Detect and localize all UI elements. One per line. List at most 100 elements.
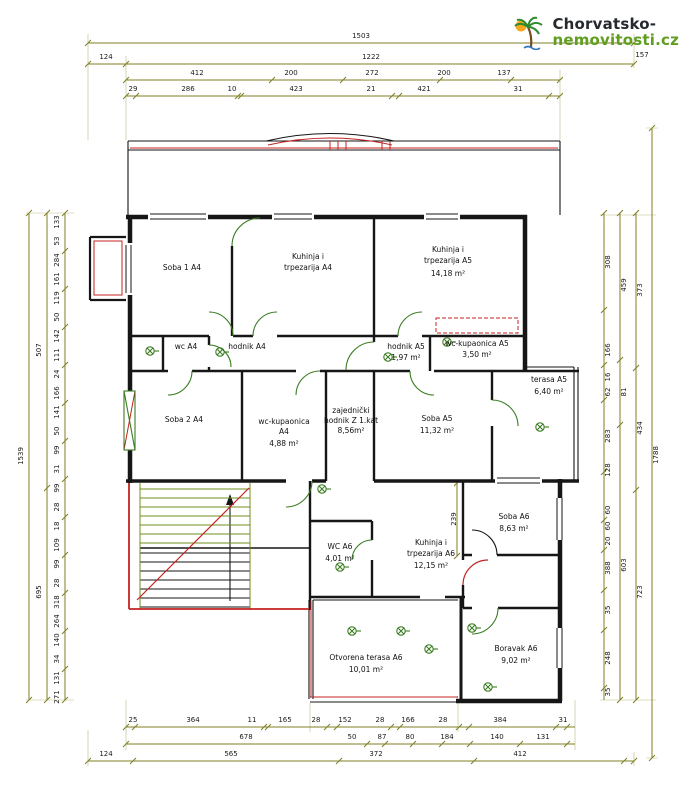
- dim-text: 1788: [652, 446, 660, 464]
- room-label-kuhinja-a6: trpezarija A6: [407, 549, 455, 558]
- room-label-kuhinja-a4: trpezarija A4: [284, 263, 332, 272]
- room-label-wc-kupaonica-a4: wc-kupaonica: [258, 417, 309, 426]
- room-area-kuhinja-a5: 14,18 m²: [431, 269, 465, 278]
- ceiling-light-icon: [467, 623, 482, 633]
- dimension-texts: 1503 124 1222 157 412 200 272 200 137 29…: [17, 32, 660, 758]
- walls-thick: [126, 214, 579, 704]
- dim-text: 565: [224, 750, 237, 758]
- dim-text: 99: [53, 446, 61, 455]
- ceiling-light-icon: [483, 682, 498, 692]
- dim-text: 166: [604, 343, 612, 357]
- dim-text: 284: [53, 253, 61, 267]
- dim-text: 140: [490, 733, 503, 741]
- site-logo[interactable]: Chorvatsko- nemovitosti.cz: [512, 14, 679, 50]
- dim-text: 29: [129, 85, 138, 93]
- dim-text: 124: [99, 53, 113, 61]
- dim-text: 248: [604, 651, 612, 664]
- dim-text: 384: [493, 716, 507, 724]
- room-label-soba1-a4: Soba 1 A4: [163, 263, 201, 272]
- room-area-wc-a6: 4,01 m²: [325, 554, 354, 563]
- door-arc: [397, 311, 423, 337]
- room-label-soba-a5: Soba A5: [422, 414, 453, 423]
- dim-text: 412: [513, 750, 526, 758]
- dim-text: 31: [559, 716, 568, 724]
- dim-text: 678: [239, 733, 252, 741]
- dim-text: 264: [53, 614, 61, 628]
- room-label-hodnik-a5: hodnik A5: [387, 342, 425, 351]
- room-label-wc-a6: WC A6: [328, 542, 353, 551]
- dim-text: 141: [53, 405, 61, 418]
- dim-text: 50: [348, 733, 357, 741]
- dim-text: 434: [636, 421, 644, 435]
- extension-lines: [26, 34, 658, 766]
- dim-text: 28: [439, 716, 448, 724]
- dim-text: 99: [53, 560, 61, 569]
- room-area-soba-a5: 11,32 m²: [420, 426, 454, 435]
- dim-text: 133: [53, 215, 61, 228]
- window-symbol: [150, 213, 458, 220]
- dim-text: 137: [497, 69, 510, 77]
- dim-text: 272: [365, 69, 378, 77]
- door-arc: [295, 370, 321, 396]
- dim-text: 1539: [17, 447, 25, 465]
- dim-text: 119: [53, 291, 61, 304]
- window-symbols: [125, 213, 563, 668]
- room-area-soba-a6: 8,63 m²: [499, 524, 528, 533]
- room-area-kuhinja-a6: 12,15 m²: [414, 561, 448, 570]
- room-label-hodnik-a4: hodnik A4: [228, 342, 266, 351]
- dim-text: 364: [186, 716, 200, 724]
- dim-text: 111: [53, 348, 61, 361]
- room-labels: Soba 1 A4 Kuhinja i trpezarija A4 Kuhinj…: [163, 245, 567, 674]
- door-arc: [252, 311, 278, 337]
- dim-text: 239: [450, 512, 458, 525]
- dim-text: 128: [604, 463, 612, 476]
- dim-text: 34: [53, 654, 61, 663]
- door-arc: [462, 559, 489, 586]
- dim-text: 21: [367, 85, 376, 93]
- window-hatch: [123, 390, 136, 451]
- dim-text: 318: [53, 595, 61, 608]
- room-area-otvorena-terasa-a6: 10,01 m²: [349, 665, 383, 674]
- dim-text: 35: [604, 606, 612, 615]
- dim-text: 28: [376, 716, 385, 724]
- door-arc: [471, 529, 498, 556]
- dim-text: 184: [440, 733, 454, 741]
- dim-text: 53: [53, 237, 61, 246]
- dim-text: 271: [53, 690, 61, 703]
- dim-text: 1503: [352, 32, 370, 40]
- dim-text: 10: [228, 85, 237, 93]
- terrace-and-details: [127, 132, 579, 703]
- red-construction-lines: [93, 137, 558, 698]
- dim-text: 109: [53, 538, 61, 551]
- palm-tree-icon: [514, 16, 544, 50]
- dim-text: 87: [378, 733, 387, 741]
- dim-text: 152: [338, 716, 351, 724]
- room-label-wc-kupaonica-a5: wc-kupaonica A5: [445, 339, 509, 348]
- stair-break-line: [136, 487, 250, 601]
- room-label-kuhinja-a5: trpezarija A5: [424, 256, 472, 265]
- walls-interior: [88, 215, 579, 701]
- ceiling-light-icon: [347, 626, 362, 636]
- ceiling-light-icon: [396, 626, 411, 636]
- room-area-zajednicki-hodnik: 8,56m²: [337, 426, 364, 435]
- dim-text: 286: [181, 85, 195, 93]
- dim-text: 20: [604, 537, 612, 546]
- dim-text: 165: [278, 716, 291, 724]
- room-label-soba2-a4: Soba 2 A4: [165, 415, 203, 424]
- stair-treads-lower: [140, 552, 250, 608]
- window-hatch: [123, 390, 136, 451]
- door-arc: [231, 217, 261, 247]
- dim-text: 200: [284, 69, 297, 77]
- dim-text: 50: [53, 427, 61, 436]
- dim-text: 131: [536, 733, 549, 741]
- window-symbol: [497, 477, 540, 484]
- room-label-zajednicki-hodnik: zajednički: [332, 406, 369, 415]
- ceiling-light-icon: [424, 644, 439, 654]
- room-label-soba-a6: Soba A6: [499, 512, 530, 521]
- ceiling-light-icon: [335, 562, 350, 572]
- stair-arrow-head: [226, 494, 234, 505]
- dim-text: 459: [620, 278, 628, 291]
- window-symbol: [125, 245, 132, 293]
